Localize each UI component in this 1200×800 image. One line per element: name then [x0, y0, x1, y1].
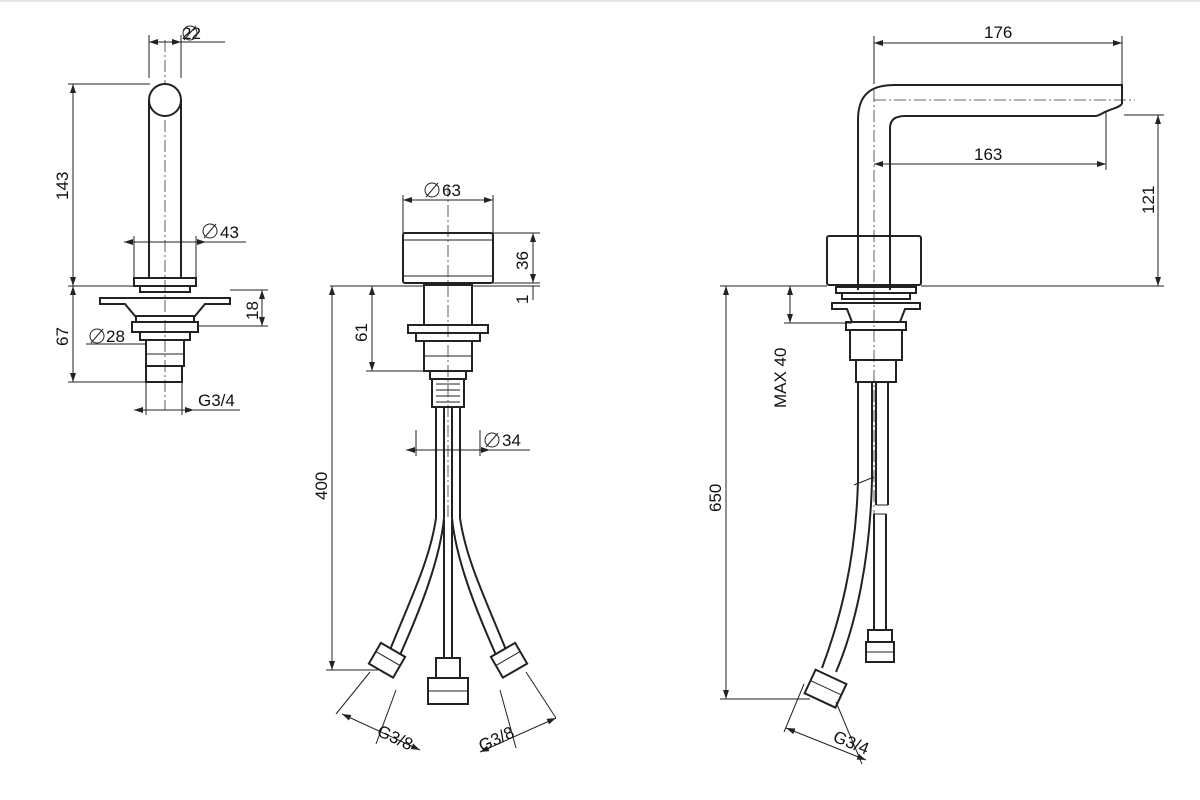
- dim-handle-diameter: 63: [442, 181, 461, 200]
- dim-body-diameter: 43: [220, 223, 239, 242]
- dim-spout-diameter: 22: [182, 24, 201, 43]
- dim-body-height: 143: [53, 172, 72, 200]
- side-view: 176 163 121 MAX 40 650 G3/4: [706, 23, 1164, 765]
- dim-spout-reach: 163: [974, 145, 1002, 164]
- mixer-view: 63 36 1 61 400 34 G3/8 G3: [312, 181, 557, 756]
- dim-max-deck: MAX 40: [771, 348, 790, 408]
- dim-fixing-height: 67: [53, 327, 72, 346]
- dim-hose-length: 400: [312, 472, 331, 500]
- dim-flange-thickness: 18: [243, 301, 262, 320]
- dim-thread-right: G3/8: [476, 723, 517, 756]
- dim-shank-diameter: 28: [106, 327, 125, 346]
- dim-hose-length-side: 650: [706, 484, 725, 512]
- dim-hose-diameter: 34: [502, 431, 521, 450]
- dim-gap: 1: [513, 295, 532, 304]
- dim-total-reach: 176: [984, 23, 1012, 42]
- front-view: 22 143 43 67 18 28 G3/4: [53, 24, 268, 415]
- dim-body-length: 61: [352, 323, 371, 342]
- dim-thread: G3/4: [198, 391, 235, 410]
- dim-handle-height: 36: [513, 251, 532, 270]
- dim-spout-height: 121: [1139, 186, 1158, 214]
- dim-thread-left: G3/8: [374, 721, 415, 754]
